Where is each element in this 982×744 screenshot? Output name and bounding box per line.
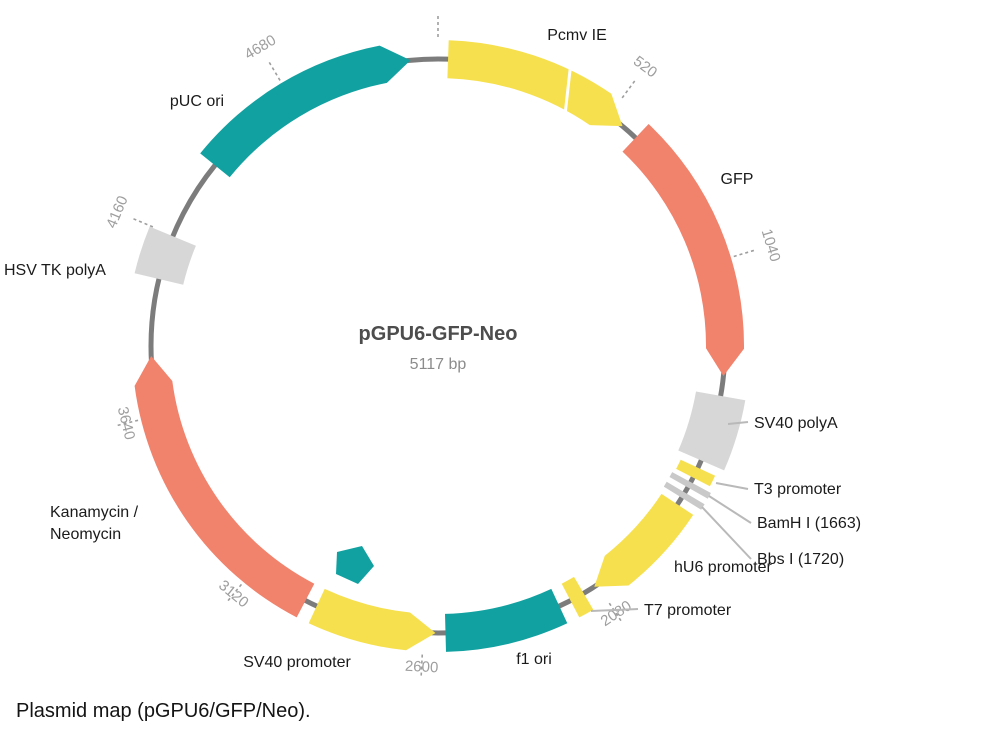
callout-t7-promoter-line [590, 608, 639, 612]
plasmid-size: 5117 bp [410, 356, 467, 373]
callout-t3-promoter-label: T3 promoter [754, 481, 842, 498]
tick-mark-4680 [268, 61, 281, 81]
label-pcmv-ie: Pcmv IE [547, 27, 607, 44]
label-hsv-tk-polya: HSV TK polyA [4, 262, 106, 279]
feature-f1-ori [445, 588, 568, 652]
callout-t3-promoter-line [715, 482, 749, 490]
feature-t3-promoter [676, 459, 716, 487]
callout-bamhi-label: BamH I (1663) [757, 515, 861, 532]
callout-bbsi-line [701, 506, 752, 560]
tick-mark-4160 [132, 217, 154, 228]
plasmid-title: pGPU6-GFP-Neo [359, 323, 518, 345]
feature-divider-pcmv-ie [563, 68, 572, 112]
label-kanamycin: Kanamycin / [50, 504, 139, 521]
label-puc-ori: pUC ori [170, 93, 224, 110]
pentagon-marker [336, 546, 374, 584]
tick-label-1040: 1040 [758, 227, 784, 264]
callout-bbsi-label: Bbs I (1720) [757, 551, 844, 568]
feature-puc-ori [200, 45, 411, 178]
tick-mark-520 [621, 79, 636, 99]
tick-mark-2600 [420, 654, 424, 677]
tick-label-4680: 4680 [242, 32, 279, 64]
feature-bbsi-site [663, 481, 705, 510]
label-hu6-promoter: hU6 promoter [674, 559, 772, 576]
tick-mark-3120 [226, 583, 243, 602]
feature-pcmv-ie [447, 40, 623, 127]
label-neomycin: Neomycin [50, 526, 121, 543]
callout-sv40-polya-line [727, 421, 749, 425]
caption: Plasmid map (pGPU6/GFP/Neo). [16, 700, 311, 722]
tick-mark-3640 [116, 419, 139, 427]
feature-hsv-tk-polya [134, 226, 196, 285]
feature-sv40-promoter [308, 588, 436, 651]
callout-sv40-polya-label: SV40 polyA [754, 415, 838, 432]
callout-t7-promoter-label: T7 promoter [644, 602, 732, 619]
tick-label-520: 520 [630, 53, 660, 82]
feature-gfp [622, 124, 745, 376]
callout-bamhi-line [708, 495, 752, 524]
tick-label-2080: 2080 [598, 597, 635, 630]
label-sv40-promoter: SV40 promoter [243, 654, 351, 671]
tick-label-3640: 3640 [114, 405, 139, 441]
tick-mark-2080 [608, 602, 623, 622]
label-gfp: GFP [721, 171, 754, 188]
feature-t7-promoter [561, 576, 594, 618]
tick-mark-1040 [733, 249, 756, 258]
feature-hu6-promoter [594, 493, 694, 587]
feature-bamhi-site [669, 472, 711, 499]
feature-sv40-polya [678, 391, 746, 471]
label-f1-ori: f1 ori [516, 651, 552, 668]
feature-kan-neo [134, 356, 315, 618]
tick-label-4160: 4160 [103, 193, 132, 230]
tick-label-2600: 2600 [405, 658, 439, 677]
